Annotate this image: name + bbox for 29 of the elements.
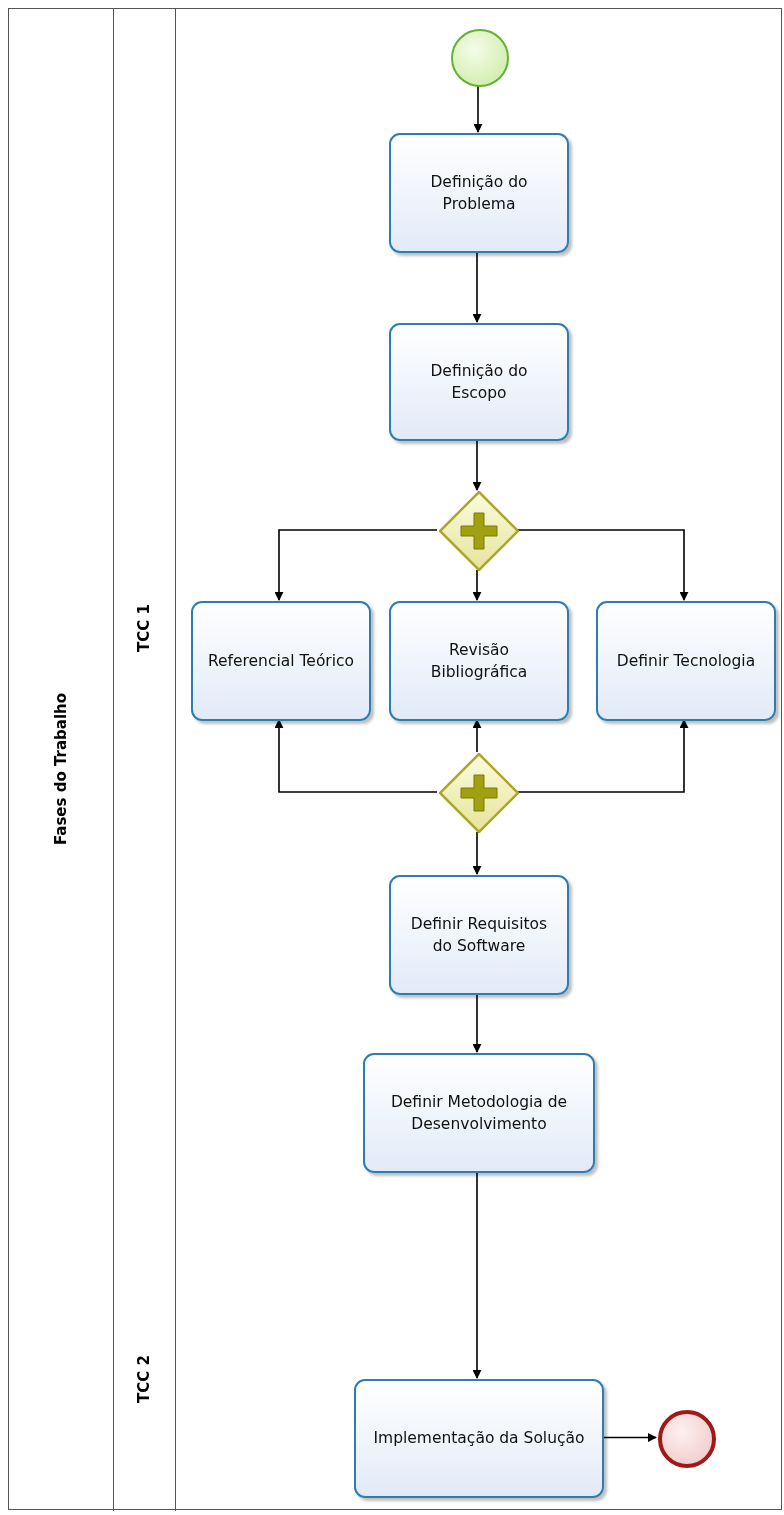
sequence-flow-arrow bbox=[472, 719, 482, 753]
sequence-flow-arrow bbox=[472, 993, 482, 1053]
lane-title: TCC 1 bbox=[135, 603, 153, 652]
sequence-flow-arrow bbox=[472, 569, 482, 601]
sequence-flow-arrow bbox=[516, 529, 689, 601]
sequence-flow-arrow bbox=[472, 439, 482, 491]
pool-title: Fases do Trabalho bbox=[52, 692, 70, 846]
sequence-flow-arrow bbox=[516, 719, 689, 793]
sequence-flow-arrow bbox=[274, 719, 438, 793]
sequence-flow-arrow bbox=[472, 1171, 482, 1379]
parallel-gateway-diamond bbox=[439, 753, 519, 833]
task-box: Definição do Problema bbox=[389, 133, 569, 253]
lane-title: TCC 2 bbox=[135, 1354, 153, 1403]
task-box: Definição do Escopo bbox=[389, 323, 569, 441]
start-event-circle bbox=[451, 29, 509, 87]
parallel-gateway-diamond bbox=[439, 491, 519, 571]
sequence-flow-arrow bbox=[472, 831, 482, 875]
sequence-flow-arrow bbox=[473, 85, 483, 133]
task-box: Revisão Bibliográfica bbox=[389, 601, 569, 721]
sequence-flow-arrow bbox=[274, 529, 438, 601]
sequence-flow-arrow bbox=[601, 1433, 657, 1442]
task-box: Referencial Teórico bbox=[191, 601, 371, 721]
sequence-flow-arrow bbox=[472, 251, 482, 323]
pool bbox=[8, 8, 782, 1510]
task-box: Implementação da Solução bbox=[354, 1379, 604, 1498]
task-box: Definir Tecnologia bbox=[596, 601, 776, 721]
task-box: Definir Requisitos do Software bbox=[389, 875, 569, 995]
end-event-circle bbox=[658, 1410, 716, 1468]
task-box: Definir Metodologia de Desenvolvimento bbox=[363, 1053, 595, 1173]
